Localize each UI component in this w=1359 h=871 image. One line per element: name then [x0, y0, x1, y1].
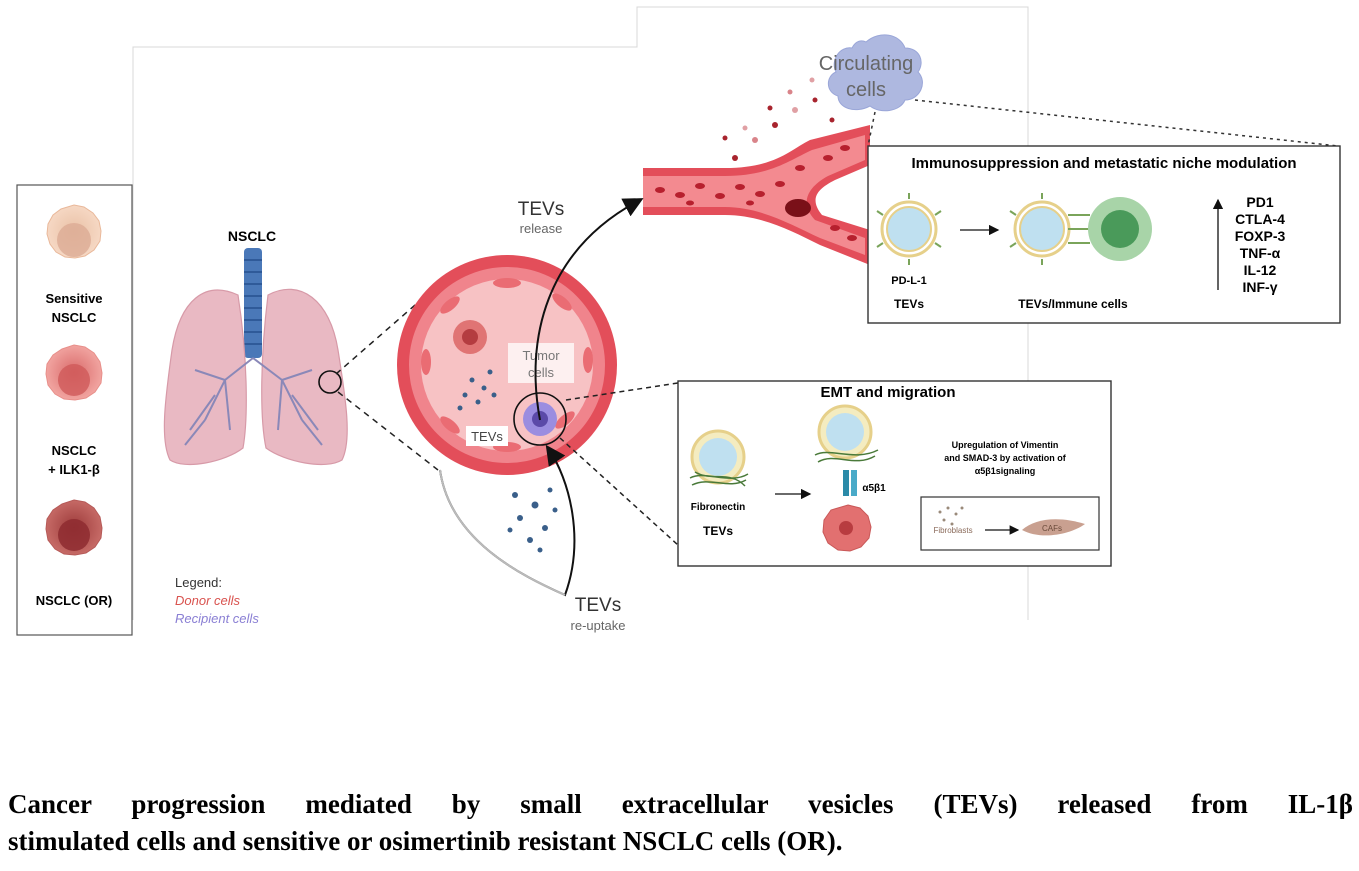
red-blood-cells	[655, 145, 857, 241]
cloud-zoom-lines	[867, 99, 1339, 147]
marker-0: PD1	[1246, 194, 1273, 210]
caption-line-1: Cancer progression mediated by small ext…	[8, 789, 1353, 819]
vesicle-dots-inner	[457, 369, 497, 411]
caption-line-2: stimulated cells and sensitive or osimer…	[8, 826, 843, 856]
figure-caption: Cancer progression mediated by small ext…	[8, 786, 1353, 860]
marker-3: TNF-α	[1240, 245, 1281, 261]
right-lung-shape	[261, 288, 348, 466]
emt-box: EMT and migration Fibronectin TEVs α5β1	[677, 380, 1112, 567]
ilk-cell-icon	[45, 344, 103, 401]
tevs-vessel-label: TEVs	[471, 429, 503, 444]
blood-vessel-longitudinal	[643, 125, 870, 265]
upregulation-line-2: and SMAD-3 by activation of	[944, 453, 1067, 463]
tevs-immune-label: TEVs/Immune cells	[1018, 297, 1128, 311]
trachea-rings	[244, 259, 262, 345]
marker-1: CTLA-4	[1235, 211, 1285, 227]
release-arrow	[534, 198, 644, 421]
tumor-label-bg	[508, 343, 574, 383]
vesicle-dots-outer	[507, 487, 558, 553]
immuno-tevs-label: TEVs	[894, 297, 924, 311]
legend-donor: Donor cells	[175, 593, 241, 608]
tumor-cell-in-vessel	[785, 199, 811, 217]
circulating-dots	[722, 77, 835, 161]
lung-title: NSCLC	[228, 228, 276, 244]
donor-cell-icon	[453, 320, 487, 354]
lung-zoom-circle	[318, 370, 342, 394]
reuptake-label-2: re-uptake	[571, 618, 626, 633]
immunosuppression-box: Immunosuppression and metastatic niche m…	[867, 145, 1341, 324]
trachea-shape	[244, 248, 262, 358]
sensitive-cell-icon	[46, 204, 102, 259]
release-label-1: TEVs	[518, 199, 564, 220]
release-label-2: release	[520, 221, 563, 236]
marker-4: IL-12	[1244, 262, 1277, 278]
immuno-title: Immunosuppression and metastatic niche m…	[911, 155, 1296, 172]
left-lung-shape	[163, 289, 247, 466]
emt-tevs-label: TEVs	[703, 524, 733, 538]
emt-title: EMT and migration	[821, 384, 956, 401]
marker-2: FOXP-3	[1235, 228, 1286, 244]
tevs-vessel-label-bg	[466, 426, 508, 446]
tev-pdl1-icon	[876, 193, 942, 265]
fibronectin-label: Fibronectin	[691, 502, 745, 513]
ilk-label-1: NSCLC	[52, 443, 97, 458]
pdl1-label: PD-L-1	[891, 275, 926, 287]
legend-title: Legend:	[175, 575, 222, 590]
circulating-label-2: cells	[846, 79, 886, 101]
bronchi-branches	[184, 357, 323, 446]
color-legend: Legend: Donor cells Recipient cells	[175, 575, 259, 626]
lung-illustration: NSCLC	[163, 228, 348, 466]
fibroblasts-label: Fibroblasts	[933, 526, 972, 535]
ilk-label-2: + ILK1-β	[48, 462, 100, 477]
vessel-cross-section: Tumor cells TEVs	[397, 255, 617, 475]
marker-5: INF-γ	[1243, 279, 1278, 295]
circulating-label-1: Circulating	[819, 53, 913, 75]
cafs-label: CAFs	[1042, 524, 1062, 533]
tev-immune-icon	[1009, 193, 1152, 265]
tev-integrin-icon	[814, 404, 879, 552]
or-cell-icon	[45, 499, 103, 556]
legend-recipient: Recipient cells	[175, 611, 259, 626]
or-label: NSCLC (OR)	[36, 593, 113, 608]
reuptake-arrow-lower	[439, 469, 566, 596]
sensitive-label-2: NSCLC	[52, 310, 97, 325]
upregulation-line-1: Upregulation of Vimentin	[952, 440, 1059, 450]
caf-shape	[1022, 519, 1085, 536]
fibroblast-dots	[938, 506, 964, 526]
background-frame	[132, 6, 1029, 620]
reuptake-label-1: TEVs	[575, 595, 621, 616]
cell-types-panel: Sensitive NSCLC NSCLC + ILK1-β NSCLC (OR…	[16, 184, 133, 636]
integrin-label: α5β1	[862, 483, 886, 494]
upregulation-line-3: α5β1signaling	[975, 466, 1036, 476]
emt-zoom-lines	[559, 382, 679, 546]
circulating-cells-cloud: Circulating cells	[819, 34, 923, 112]
tumor-label-1: Tumor	[522, 348, 560, 363]
tev-fibronectin-icon	[689, 429, 749, 487]
tumor-label-2: cells	[528, 365, 555, 380]
sensitive-label-1: Sensitive	[45, 291, 102, 306]
